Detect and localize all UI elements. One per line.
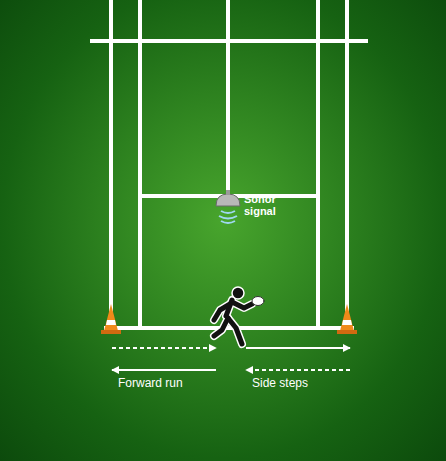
movement-label: Side steps bbox=[252, 376, 308, 390]
court-lines bbox=[90, 0, 368, 328]
cone bbox=[337, 304, 357, 334]
runner-figure bbox=[214, 287, 264, 344]
signal-label: Sonor signal bbox=[244, 193, 288, 217]
direction-arrows bbox=[112, 348, 350, 370]
movement-label: Forward run bbox=[118, 376, 183, 390]
cone bbox=[101, 304, 121, 334]
sonor-speaker bbox=[216, 190, 240, 223]
